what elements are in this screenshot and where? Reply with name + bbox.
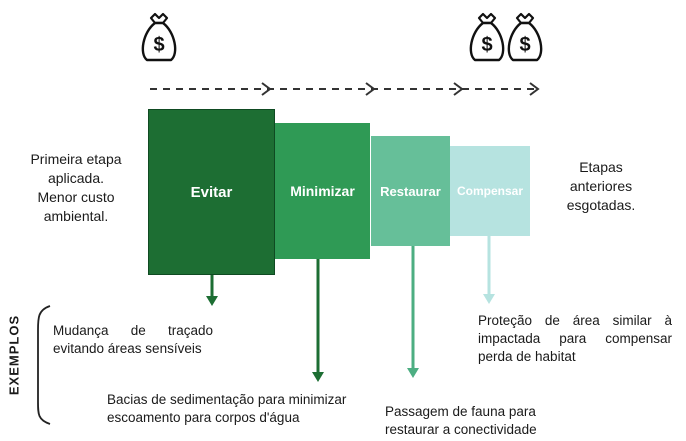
- left-note-line: Primeira etapa: [30, 151, 122, 167]
- money-bag-icon: $: [507, 12, 543, 62]
- cost-timeline-arrow: [150, 82, 540, 96]
- step-label: Evitar: [190, 183, 233, 201]
- right-note: Etapas anteriores esgotadas.: [537, 158, 665, 215]
- example-line: Passagem de fauna para: [385, 404, 536, 419]
- step-evitar: Evitar: [148, 109, 275, 275]
- money-bag-icon: $: [469, 12, 505, 62]
- svg-text:$: $: [481, 34, 492, 56]
- svg-text:$: $: [519, 34, 530, 56]
- left-note-line: Menor custo: [37, 189, 115, 205]
- right-note-line: esgotadas.: [566, 197, 636, 213]
- connector-arrow-evitar: [206, 275, 218, 306]
- connector-arrow-compensar: [483, 236, 495, 304]
- right-note-line: anteriores: [569, 178, 633, 194]
- step-compensar: Compensar: [450, 146, 530, 236]
- example-line: escoamento para corpos d'água: [107, 410, 300, 425]
- step-restaurar: Restaurar: [371, 136, 450, 246]
- example-line: evitando áreas sensíveis: [53, 341, 202, 356]
- example-line: Bacias de sedimentação para minimizar: [107, 392, 347, 407]
- example-compensar: Proteção de área similar à impactada par…: [478, 312, 672, 366]
- step-label: Minimizar: [290, 183, 355, 199]
- example-line: restaurar a conectividade: [385, 422, 537, 437]
- example-restaurar: Passagem de fauna para restaurar a conec…: [385, 403, 565, 439]
- example-line: Mudança de traçado: [53, 323, 213, 338]
- connector-arrow-restaurar: [407, 246, 419, 378]
- left-note: Primeira etapa aplicada. Menor custo amb…: [2, 150, 150, 226]
- right-note-line: Etapas: [579, 159, 623, 175]
- examples-bracket: [37, 305, 51, 425]
- example-evitar: Mudança de traçado evitando áreas sensív…: [53, 322, 213, 358]
- svg-text:$: $: [153, 34, 164, 56]
- left-note-line: aplicada.: [47, 170, 105, 186]
- examples-label: EXEMPLOS: [6, 314, 22, 396]
- left-note-line: ambiental.: [43, 208, 109, 224]
- step-minimizar: Minimizar: [275, 123, 370, 259]
- step-label: Compensar: [456, 184, 524, 198]
- example-line: perda de habitat: [478, 349, 576, 364]
- step-label: Restaurar: [380, 183, 441, 199]
- example-line: Proteção de área similar à: [478, 313, 672, 328]
- money-bag-icon: $: [141, 12, 177, 62]
- connector-arrow-minimizar: [312, 259, 324, 382]
- example-minimizar: Bacias de sedimentação para minimizar es…: [107, 391, 367, 427]
- example-line: impactada para compensar: [478, 331, 672, 346]
